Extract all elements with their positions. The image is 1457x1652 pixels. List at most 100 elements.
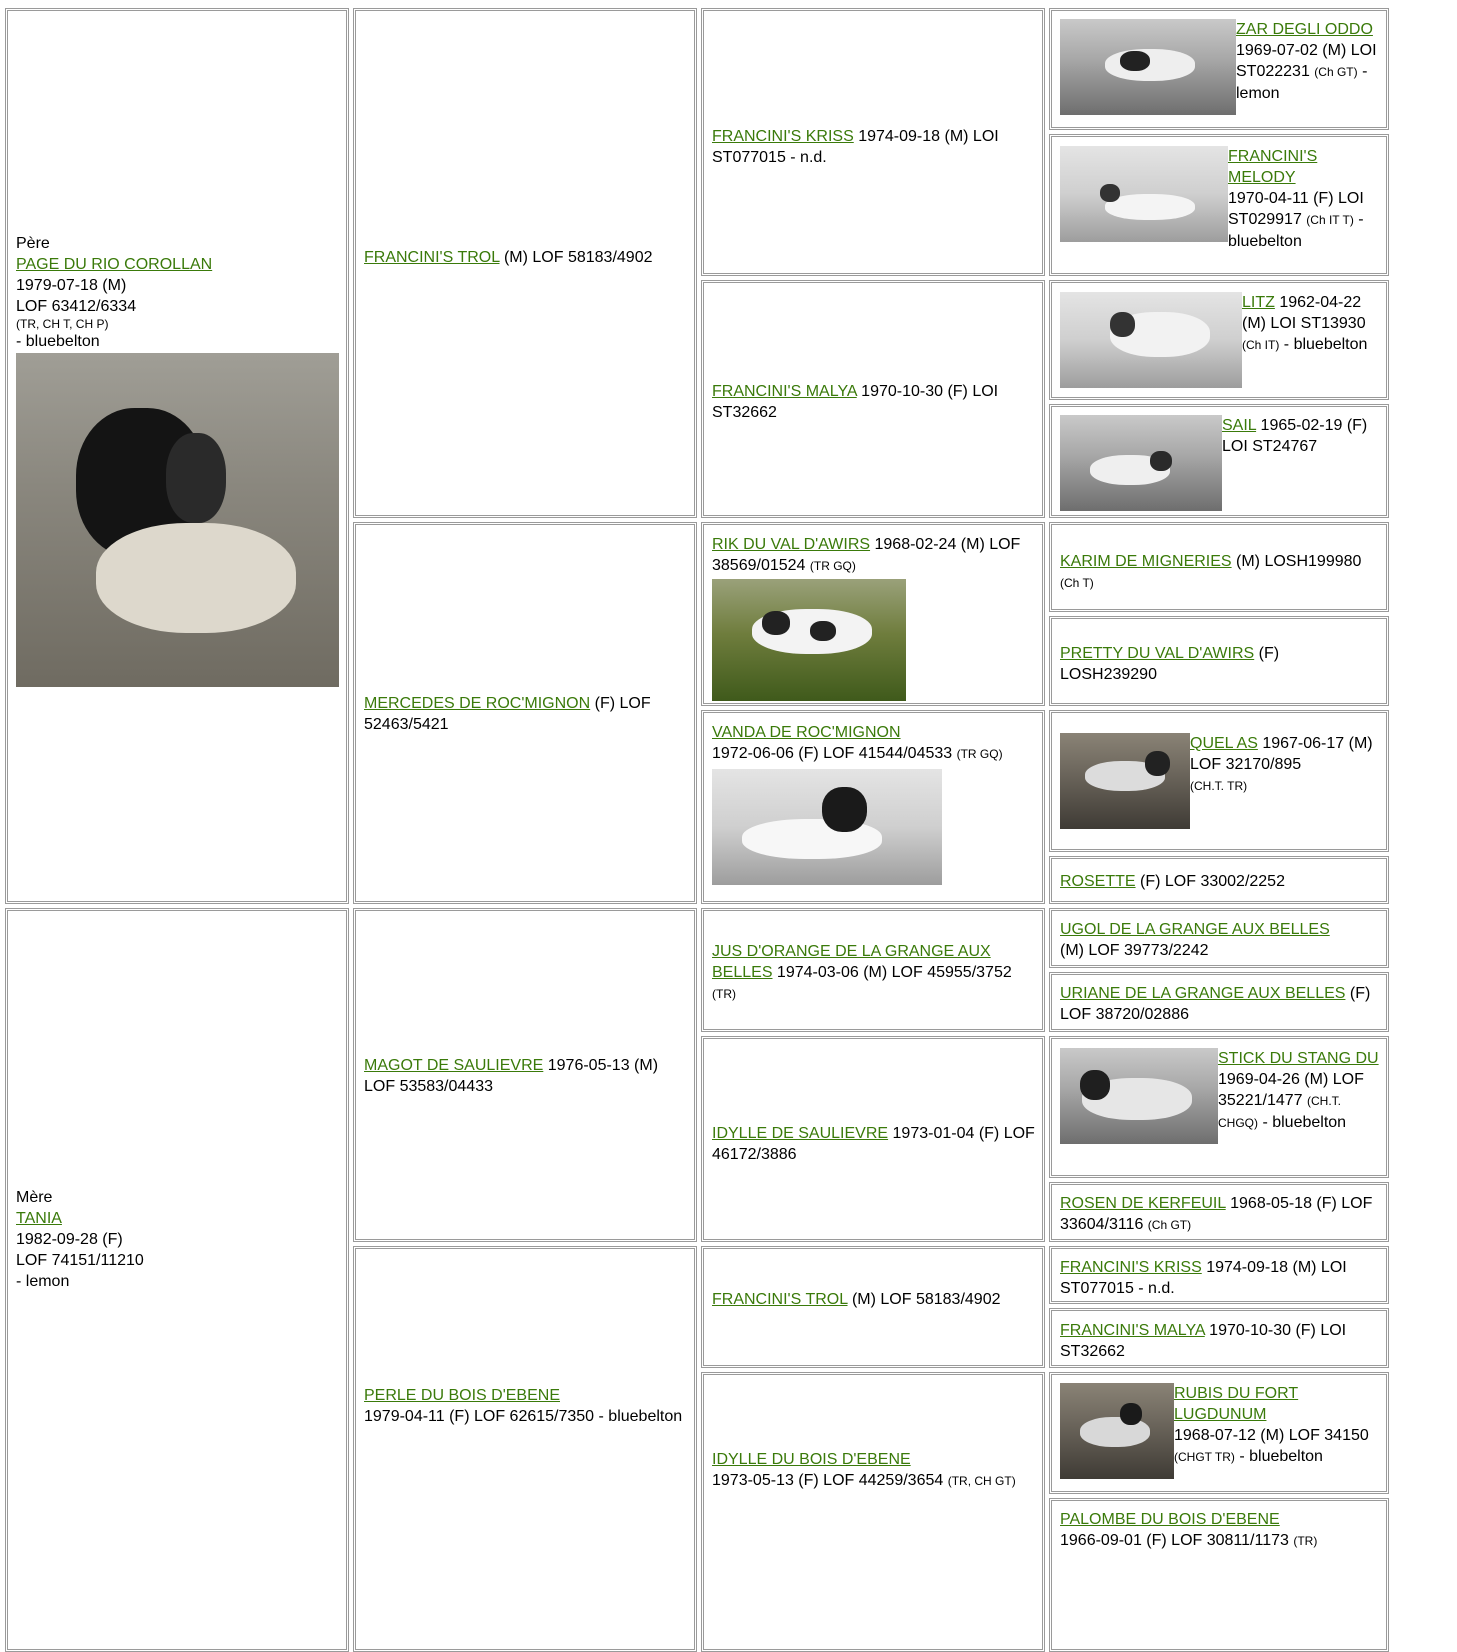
sire-photo [16, 353, 339, 687]
sire-cell: Père PAGE DU RIO COROLLAN 1979-07-18 (M)… [5, 8, 349, 904]
sire-titles: (TR, CH T, CH P) [16, 317, 109, 331]
pedigree-titles: (TR) [712, 987, 736, 1001]
pedigree-info: 1967-06-17 (M) LOF 32170/895 [1190, 735, 1373, 773]
pedigree-name-link[interactable]: RIK DU VAL D'AWIRS [712, 536, 871, 553]
sire-name-link[interactable]: PAGE DU RIO COROLLAN [16, 256, 213, 273]
sire-gp-cell-3: RIK DU VAL D'AWIRS 1968-02-24 (M) LOF 38… [701, 522, 1045, 706]
pedigree-name-link[interactable]: UGOL DE LA GRANGE AUX BELLES [1060, 921, 1330, 938]
pedigree-info: 1965-02-19 (F) LOI ST24767 [1222, 417, 1368, 455]
pedigree-info: 1974-03-06 (M) LOF 45955/3752 [772, 964, 1012, 981]
pedigree-name-link[interactable]: IDYLLE DU BOIS D'EBENE [712, 1451, 911, 1468]
pedigree-name-link[interactable]: FRANCINI'S MELODY [1228, 148, 1318, 186]
pedigree-titles: (TR GQ) [956, 747, 1003, 761]
sire-ggp-cell-7: QUEL AS 1967-06-17 (M) LOF 32170/895 (CH… [1049, 710, 1389, 852]
pedigree-name-link[interactable]: RUBIS DU FORT LUGDUNUM [1174, 1385, 1299, 1423]
pedigree-info: (M) LOF 58183/4902 [499, 249, 653, 266]
dam-parent-cell-2: PERLE DU BOIS D'EBENE 1979-04-11 (F) LOF… [353, 1246, 697, 1652]
pedigree-name-link[interactable]: ROSEN DE KERFEUIL [1060, 1195, 1226, 1212]
sire-ggp-cell-8: ROSETTE (F) LOF 33002/2252 [1049, 856, 1389, 904]
pedigree-info: 1973-01-04 (F) LOF 46172/3886 [712, 1125, 1035, 1163]
pedigree-name-link[interactable]: LITZ [1242, 294, 1275, 311]
dog-photo [1060, 415, 1222, 511]
dam-ggp-cell-6: FRANCINI'S MALYA 1970-10-30 (F) LOI ST32… [1049, 1308, 1389, 1368]
pedigree-name-link[interactable]: FRANCINI'S MALYA [1060, 1322, 1205, 1339]
pedigree-info: 1973-05-13 (F) LOF 44259/3654 [712, 1472, 948, 1489]
dam-ggp-cell-1: UGOL DE LA GRANGE AUX BELLES (M) LOF 397… [1049, 908, 1389, 968]
dam-role-label: Mère [16, 1189, 53, 1206]
pedigree-name-link[interactable]: URIANE DE LA GRANGE AUX BELLES [1060, 985, 1346, 1002]
dam-ggp-cell-8: PALOMBE DU BOIS D'EBENE 1966-09-01 (F) L… [1049, 1498, 1389, 1652]
sire-color: - bluebelton [16, 333, 100, 350]
dam-date: 1982-09-28 (F) [16, 1231, 123, 1248]
pedigree-color: - lemon [1236, 63, 1368, 102]
pedigree-info: (F) LOF 33002/2252 [1135, 873, 1285, 890]
pedigree-info: (F) LOSH239290 [1060, 645, 1280, 683]
pedigree-titles: (Ch IT) [1242, 338, 1280, 352]
dam-gp-cell-4: IDYLLE DU BOIS D'EBENE 1973-05-13 (F) LO… [701, 1372, 1045, 1652]
dam-ggp-cell-3: STICK DU STANG DU 1969-04-26 (M) LOF 352… [1049, 1036, 1389, 1178]
pedigree-info: (M) LOF 39773/2242 [1060, 942, 1209, 959]
pedigree-info: (F) LOF 52463/5421 [364, 695, 651, 733]
dam-ggp-cell-7: RUBIS DU FORT LUGDUNUM 1968-07-12 (M) LO… [1049, 1372, 1389, 1494]
pedigree-info: (M) LOF 58183/4902 [847, 1291, 1001, 1308]
pedigree-name-link[interactable]: VANDA DE ROC'MIGNON [712, 724, 901, 741]
pedigree-name-link[interactable]: QUEL AS [1190, 735, 1258, 752]
dam-gp-cell-3: FRANCINI'S TROL (M) LOF 58183/4902 [701, 1246, 1045, 1368]
pedigree-color: - bluebelton [1234, 1448, 1323, 1465]
sire-ggp-cell-4: SAIL 1965-02-19 (F) LOI ST24767 [1049, 404, 1389, 518]
dam-cell: Mère TANIA 1982-09-28 (F) LOF 74151/1121… [5, 908, 349, 1652]
sire-ggp-cell-2: FRANCINI'S MELODY 1970-04-11 (F) LOI ST0… [1049, 134, 1389, 276]
pedigree-name-link[interactable]: IDYLLE DE SAULIEVRE [712, 1125, 889, 1142]
dam-ggp-cell-2: URIANE DE LA GRANGE AUX BELLES (F) LOF 3… [1049, 972, 1389, 1032]
dog-photo [1060, 146, 1228, 242]
pedigree-info: 1970-10-30 (F) LOI ST32662 [1060, 1322, 1347, 1360]
pedigree-info: (M) LOSH199980 [1231, 553, 1362, 570]
dam-name-link[interactable]: TANIA [16, 1210, 62, 1227]
pedigree-name-link[interactable]: PRETTY DU VAL D'AWIRS [1060, 645, 1255, 662]
pedigree-info: 1970-10-30 (F) LOI ST32662 [712, 383, 999, 421]
pedigree-info: 1976-05-13 (M) LOF 53583/04433 [364, 1057, 659, 1095]
pedigree-name-link[interactable]: FRANCINI'S KRISS [1060, 1259, 1202, 1276]
sire-gp-cell-4: VANDA DE ROC'MIGNON 1972-06-06 (F) LOF 4… [701, 710, 1045, 904]
pedigree-info: 1966-09-01 (F) LOF 30811/1173 [1060, 1532, 1294, 1549]
pedigree-info: (F) LOF 38720/02886 [1060, 985, 1371, 1023]
pedigree-name-link[interactable]: MAGOT DE SAULIEVRE [364, 1057, 544, 1074]
sire-ggp-cell-5: KARIM DE MIGNERIES (M) LOSH199980 (Ch T) [1049, 522, 1389, 612]
dog-photo [1060, 1383, 1174, 1479]
pedigree-info: 1972-06-06 (F) LOF 41544/04533 [712, 745, 957, 762]
dog-photo [1060, 292, 1242, 388]
dog-photo [712, 579, 906, 701]
pedigree-titles: (CH.T. CHGQ) [1218, 1094, 1341, 1130]
pedigree-titles: (TR, CH GT) [947, 1474, 1016, 1488]
pedigree-info: 1969-07-02 (M) LOI ST022231 [1236, 42, 1377, 80]
pedigree-info: 1962-04-22 (M) LOI ST13930 [1242, 294, 1366, 332]
pedigree-name-link[interactable]: FRANCINI'S TROL [712, 1291, 848, 1308]
pedigree-info: 1974-09-18 (M) LOI ST077015 - n.d. [712, 128, 999, 166]
pedigree-info: 1979-04-11 (F) LOF 62615/7350 - bluebelt… [364, 1408, 683, 1425]
pedigree-name-link[interactable]: MERCEDES DE ROC'MIGNON [364, 695, 591, 712]
pedigree-name-link[interactable]: FRANCINI'S TROL [364, 249, 500, 266]
dam-color: - lemon [16, 1273, 70, 1290]
pedigree-name-link[interactable]: ROSETTE [1060, 873, 1136, 890]
pedigree-name-link[interactable]: STICK DU STANG DU [1218, 1050, 1379, 1067]
pedigree-name-link[interactable]: PERLE DU BOIS D'EBENE [364, 1387, 560, 1404]
pedigree-color: - bluebelton [1228, 211, 1364, 250]
pedigree-titles: (Ch GT) [1147, 1218, 1192, 1232]
pedigree-info: 1968-07-12 (M) LOF 34150 [1174, 1427, 1369, 1444]
pedigree-name-link[interactable]: ZAR DEGLI ODDO [1236, 21, 1373, 38]
pedigree-name-link[interactable]: SAIL [1222, 417, 1257, 434]
pedigree-color: - bluebelton [1258, 1114, 1347, 1131]
dog-photo [1060, 19, 1236, 115]
dam-gp-cell-1: JUS D'ORANGE DE LA GRANGE AUX BELLES 197… [701, 908, 1045, 1032]
dam-ggp-cell-4: ROSEN DE KERFEUIL 1968-05-18 (F) LOF 336… [1049, 1182, 1389, 1242]
pedigree-titles: (TR) [1293, 1534, 1318, 1548]
pedigree-name-link[interactable]: PALOMBE DU BOIS D'EBENE [1060, 1511, 1280, 1528]
pedigree-name-link[interactable]: FRANCINI'S KRISS [712, 128, 854, 145]
pedigree-titles: (Ch GT) [1314, 65, 1358, 79]
pedigree-name-link[interactable]: KARIM DE MIGNERIES [1060, 553, 1232, 570]
pedigree-name-link[interactable]: JUS D'ORANGE DE LA GRANGE AUX BELLES [712, 943, 991, 981]
sire-parent-cell-1: FRANCINI'S TROL (M) LOF 58183/4902 [353, 8, 697, 518]
sire-gp-cell-2: FRANCINI'S MALYA 1970-10-30 (F) LOI ST32… [701, 280, 1045, 518]
dam-ggp-cell-5: FRANCINI'S KRISS 1974-09-18 (M) LOI ST07… [1049, 1246, 1389, 1304]
pedigree-name-link[interactable]: FRANCINI'S MALYA [712, 383, 857, 400]
